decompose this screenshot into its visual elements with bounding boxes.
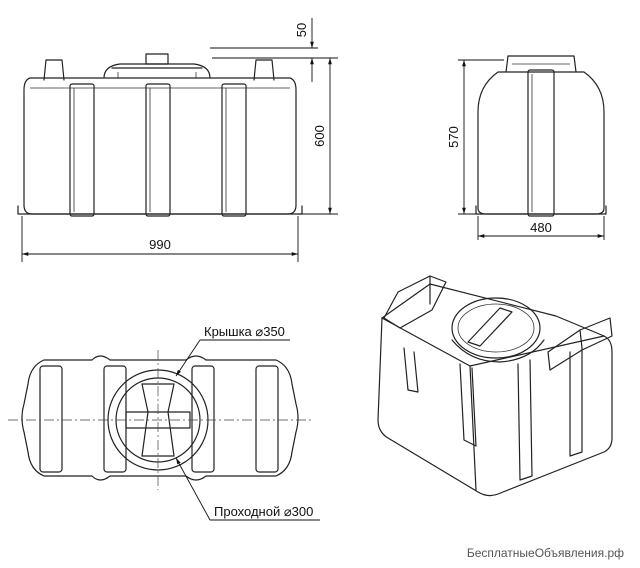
dimension-length: 990 <box>149 237 171 252</box>
side-view-lid <box>505 55 577 73</box>
manhole-callout: Проходной ⌀300 <box>214 504 313 519</box>
top-view-rib-1 <box>39 365 63 473</box>
front-view <box>17 53 303 217</box>
callouts: Крышка ⌀350 Проходной ⌀300 <box>175 324 320 521</box>
isometric-lid-handle <box>467 307 513 347</box>
dimension-top-offset: 50 <box>294 23 309 37</box>
front-view-dimensions: 990 600 50 <box>21 18 338 262</box>
isometric-lid <box>451 297 541 359</box>
lid-callout: Крышка ⌀350 <box>204 324 285 339</box>
dimension-side-height: 570 <box>446 126 461 148</box>
front-view-left-lug <box>43 59 65 81</box>
dimension-width: 480 <box>530 220 552 235</box>
watermark: БесплатныеОбъявления.рф <box>466 546 624 560</box>
side-view-body <box>477 71 605 215</box>
front-view-rib-3 <box>221 83 247 217</box>
top-view-body <box>21 355 299 481</box>
front-view-rib-1 <box>69 83 95 217</box>
dimension-height: 600 <box>312 125 327 147</box>
side-view-rib <box>527 69 555 217</box>
front-view-lid <box>103 63 211 79</box>
side-view <box>475 55 607 217</box>
top-view-rib-4 <box>255 365 279 473</box>
isometric-body <box>377 317 613 497</box>
top-view <box>8 350 312 490</box>
front-view-rib-2 <box>145 83 171 217</box>
isometric-view <box>377 275 613 497</box>
front-view-right-lug <box>253 59 275 81</box>
isometric-left-lug <box>383 275 447 329</box>
front-view-body <box>23 77 297 215</box>
side-view-dimensions: 480 570 <box>446 59 605 240</box>
top-view-rib-3 <box>191 365 215 473</box>
